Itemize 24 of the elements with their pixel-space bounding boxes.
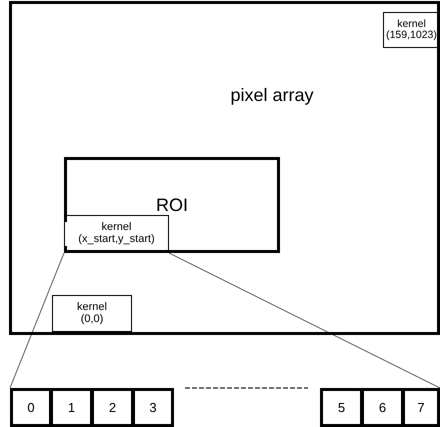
label-text: pixel array [229,86,315,105]
cell-box [320,388,363,427]
cell-box [402,388,440,427]
cell-box [361,388,404,427]
cell-box [50,388,93,427]
label-text: 0 [27,400,35,414]
label-text: 3 [149,400,157,414]
label-text: ROI [156,196,188,214]
cell-box [91,388,134,427]
label-text: 5 [338,400,346,414]
label-text: kernel (159,1023) [385,18,438,42]
pixel-array-box [9,1,440,335]
label-text: 6 [378,400,386,414]
cell-box [132,388,174,427]
label-text: 7 [417,400,425,414]
roi-box [64,157,280,253]
zoom-line [10,252,64,388]
label-text: 2 [108,400,116,414]
kernel-box [64,215,169,253]
kernel-box [383,12,440,48]
kernel-box [52,295,132,332]
label-text: 1 [68,400,76,414]
zoom-line [168,252,440,388]
cell-box [10,388,52,427]
